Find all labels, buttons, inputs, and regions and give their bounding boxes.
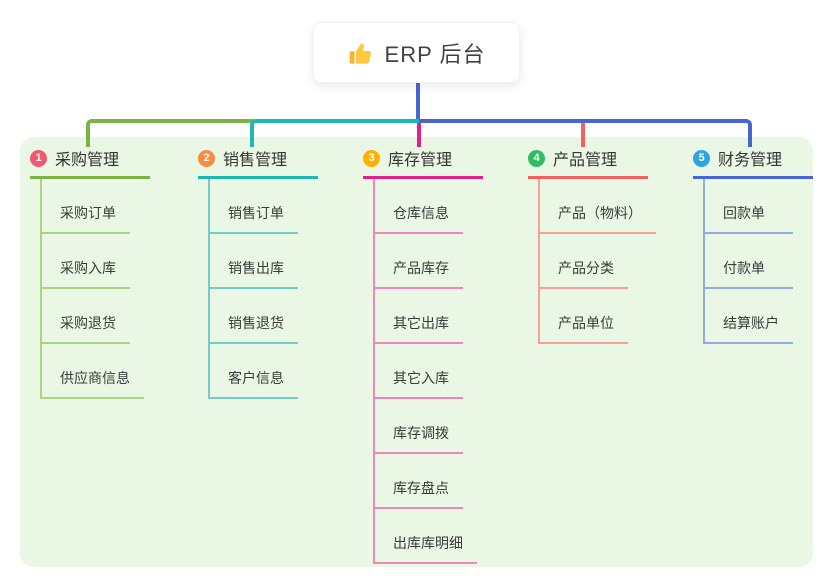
mindmap-node-item[interactable]: 产品单位 [540,289,628,344]
branch-2-label: 销售管理 [223,152,288,169]
mindmap-node-item[interactable]: 采购订单 [42,179,130,234]
trunk-segment-green [86,119,254,147]
branch-1-number-badge: 1 [30,149,47,167]
mindmap-node-item[interactable]: 出库库明细 [375,509,477,564]
mindmap-node-item[interactable]: 采购退货 [42,289,130,344]
branch-4-label: 产品管理 [553,152,618,169]
branch-2-number-badge: 2 [198,149,215,167]
mindmap-node-item[interactable]: 回款单 [705,179,793,234]
branch-3-node[interactable]: 3 库存管理 [363,146,483,179]
root-node-erp[interactable]: ERP 后台 [313,22,520,83]
mindmap-node-item[interactable]: 其它出库 [375,289,463,344]
branch-4-number-badge: 4 [528,149,545,167]
mindmap-node-item[interactable]: 产品库存 [375,234,463,289]
mindmap-node-item[interactable]: 结算账户 [705,289,793,344]
branch-5-children: 回款单付款单结算账户 [703,179,813,344]
branch-1-label: 采购管理 [55,152,120,169]
trunk-segment-blue [419,119,752,147]
thumbs-up-icon [348,40,375,67]
root-stem-line [416,83,420,119]
mindmap-node-item[interactable]: 产品分类 [540,234,628,289]
branch-5-node[interactable]: 5 财务管理 [693,146,813,179]
mindmap-node-item[interactable]: 其它入库 [375,344,463,399]
branch-4-drop-line [581,121,585,147]
branch-3-number-badge: 3 [363,149,380,167]
mindmap-node-item[interactable]: 付款单 [705,234,793,289]
mindmap-node-item[interactable]: 仓库信息 [375,179,463,234]
branch-3-children: 仓库信息产品库存其它出库其它入库库存调拨库存盘点出库库明细 [373,179,483,564]
root-node-title: ERP 后台 [384,41,486,67]
branch-5-number-badge: 5 [693,149,710,167]
branch-5: 5 财务管理回款单付款单结算账户 [693,146,813,344]
branch-1: 1 采购管理采购订单采购入库采购退货供应商信息 [30,146,150,399]
branch-3-drop-line [417,121,421,147]
mindmap-node-item[interactable]: 产品（物料） [540,179,656,234]
branch-4-node[interactable]: 4 产品管理 [528,146,648,179]
mindmap-node-item[interactable]: 供应商信息 [42,344,144,399]
branch-5-label: 财务管理 [718,152,783,169]
mindmap-node-item[interactable]: 库存盘点 [375,454,463,509]
trunk-segment-teal [250,119,421,147]
mindmap-node-item[interactable]: 库存调拨 [375,399,463,454]
mindmap-node-item[interactable]: 销售退货 [210,289,298,344]
branch-4: 4 产品管理产品（物料）产品分类产品单位 [528,146,656,344]
branch-3-label: 库存管理 [388,152,453,169]
branch-2: 2 销售管理销售订单销售出库销售退货客户信息 [198,146,318,399]
mindmap-node-item[interactable]: 销售出库 [210,234,298,289]
branch-2-children: 销售订单销售出库销售退货客户信息 [208,179,318,399]
branch-3: 3 库存管理仓库信息产品库存其它出库其它入库库存调拨库存盘点出库库明细 [363,146,483,564]
branch-4-children: 产品（物料）产品分类产品单位 [538,179,656,344]
branch-2-node[interactable]: 2 销售管理 [198,146,318,179]
mindmap-node-item[interactable]: 客户信息 [210,344,298,399]
mindmap-background-panel [20,137,813,567]
branch-1-node[interactable]: 1 采购管理 [30,146,150,179]
mindmap-node-item[interactable]: 采购入库 [42,234,130,289]
branch-1-children: 采购订单采购入库采购退货供应商信息 [40,179,150,399]
mindmap-node-item[interactable]: 销售订单 [210,179,298,234]
